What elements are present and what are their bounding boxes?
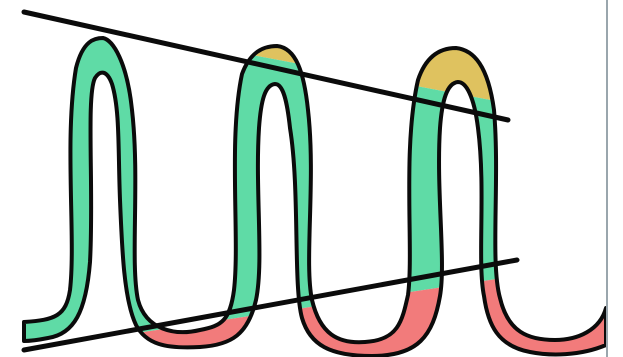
lower-trend-line <box>24 260 517 350</box>
band-outline <box>24 38 606 356</box>
right-edge-divider <box>606 0 608 357</box>
